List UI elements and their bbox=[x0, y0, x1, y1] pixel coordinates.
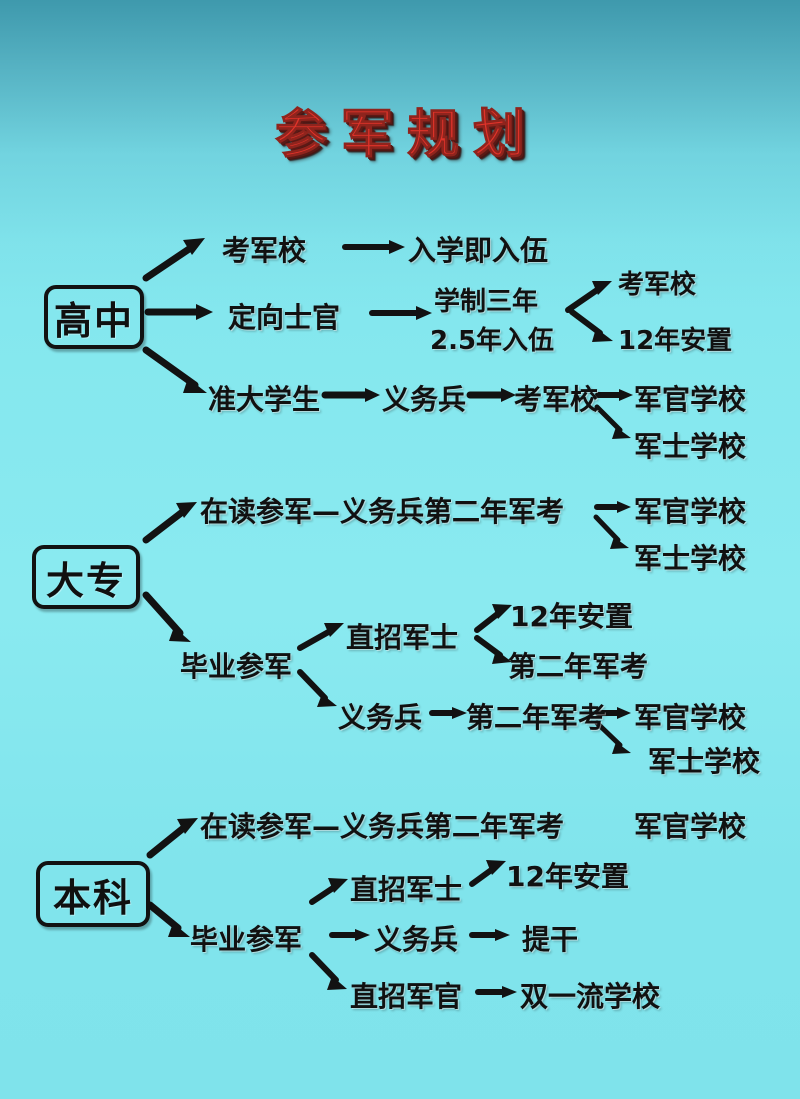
node-highschool-yiwubing: 义务兵 bbox=[382, 383, 467, 416]
node-college-junguanxuexiao-2: 军官学校 bbox=[634, 701, 747, 734]
node-undergrad-biyecanjun: 毕业参军 bbox=[190, 923, 303, 956]
node-college-biyecanjun: 毕业参军 bbox=[180, 650, 293, 683]
arrow-undergrad-biyecanjun-to-zhizhaojunguan bbox=[309, 952, 347, 990]
node-highschool-12niananzhi: 12年安置 bbox=[618, 326, 733, 356]
level-box-college[interactable]: 大专 bbox=[32, 545, 140, 609]
arrow-college-junkao-to-junguanxuexiao bbox=[594, 501, 631, 513]
arrow-college-to-zaiducanjun bbox=[142, 502, 197, 544]
arrow-undergrad-zhizhaojunshi-to-12niananzhi bbox=[469, 860, 506, 887]
arrow-undergrad-to-biyecanjun bbox=[146, 901, 190, 937]
node-undergrad-junguanxuexiao: 军官学校 bbox=[634, 810, 747, 843]
arrow-highschool-to-zhundaxuesheng bbox=[142, 346, 207, 393]
arrow-college-junkao-to-junshixuexiao bbox=[593, 514, 629, 549]
arrow-zhizhaojunshi-to-12niananzhi bbox=[474, 604, 512, 633]
node-undergrad-zhizhaojunguan: 直招军官 bbox=[350, 980, 463, 1013]
node-highschool-dingxiangshiguan: 定向士官 bbox=[228, 301, 341, 334]
node-college-junshixuexiao-2: 军士学校 bbox=[648, 745, 761, 778]
arrow-zhizhaojunguan-to-shuangyiliu bbox=[475, 986, 517, 998]
node-undergrad-yiwubing: 义务兵 bbox=[374, 923, 459, 956]
node-undergrad-zaiducanjun-chain: 在读参军—义务兵第二年军考 bbox=[200, 810, 565, 843]
arrow-zhundaxuesheng-to-yiwubing bbox=[321, 388, 380, 402]
arrow-kaojunxiao-to-junguanxuexiao bbox=[595, 389, 633, 401]
arrow-kaojunxiao-to-junshixuexiao bbox=[594, 404, 631, 439]
node-highschool-kaojunxiao-3: 考军校 bbox=[514, 383, 599, 416]
node-highschool-ruxuejiruwu: 入学即入伍 bbox=[408, 234, 549, 267]
arrow-undergrad-biyecanjun-to-zhizhaojunshi bbox=[309, 878, 348, 905]
node-undergrad-12niananzhi: 12年安置 bbox=[506, 860, 629, 893]
level-box-college-label: 大专 bbox=[45, 558, 126, 603]
node-college-zaiducanjun-chain: 在读参军—义务兵第二年军考 bbox=[200, 495, 565, 528]
arrow-undergrad-yiwubing-to-tigan bbox=[469, 929, 510, 941]
node-college-yiwubing: 义务兵 bbox=[338, 701, 423, 734]
node-highschool-xuezhisannian: 学制三年 bbox=[434, 287, 539, 317]
node-highschool-junshixuexiao: 军士学校 bbox=[634, 430, 747, 463]
arrow-xuezhi-to-kaojunxiao bbox=[565, 281, 612, 313]
node-college-dieryijunkao-2: 第二年军考 bbox=[466, 701, 607, 734]
arrow-undergrad-to-zaiducanjun bbox=[146, 818, 198, 859]
node-college-dieryijunkao: 第二年军考 bbox=[508, 650, 649, 683]
node-college-12niananzhi: 12年安置 bbox=[510, 600, 633, 633]
arrow-zhizhaojunshi-to-dieryijunkao bbox=[474, 635, 512, 664]
arrow-yiwubing-to-kaojunxiao bbox=[466, 388, 516, 402]
level-box-undergrad-label: 本科 bbox=[52, 875, 133, 920]
node-college-junguanxuexiao: 军官学校 bbox=[634, 495, 747, 528]
level-box-undergrad[interactable]: 本科 bbox=[36, 861, 150, 927]
arrow-highschool-to-dingxiangshiguan bbox=[144, 304, 213, 320]
arrow-biyecanjun-to-yiwubing bbox=[297, 669, 337, 707]
node-undergrad-tigan: 提干 bbox=[522, 923, 579, 956]
node-undergrad-zhizhaojunshi: 直招军士 bbox=[350, 873, 463, 906]
node-college-zhizhaojunshi: 直招军士 bbox=[346, 621, 459, 654]
page-title: 参军规划 bbox=[274, 105, 539, 166]
node-highschool-25nianruwu: 2.5年入伍 bbox=[430, 326, 555, 356]
arrow-dingxiangshiguan-to-xuezhi bbox=[369, 306, 432, 320]
level-box-highschool-label: 高中 bbox=[53, 298, 134, 343]
arrow-college-to-biyecanjun bbox=[142, 591, 191, 642]
arrow-biyecanjun-to-zhizhaojunshi bbox=[297, 623, 344, 651]
arrow-kaojunxiao-to-ruxuejiruwu bbox=[342, 240, 405, 254]
node-highschool-junguanxuexiao: 军官学校 bbox=[634, 383, 747, 416]
node-highschool-kaojunxiao-2: 考军校 bbox=[618, 270, 697, 300]
level-box-highschool[interactable]: 高中 bbox=[44, 285, 144, 349]
arrow-yiwubing-to-dieryijunkao bbox=[429, 707, 467, 719]
arrow-25nian-to-12niananzhi bbox=[569, 309, 613, 342]
node-highschool-kaojunxiao: 考军校 bbox=[222, 234, 307, 267]
node-undergrad-shuangyiliuxuexiao: 双一流学校 bbox=[520, 980, 661, 1013]
arrow-undergrad-biyecanjun-to-yiwubing bbox=[329, 929, 370, 941]
node-highschool-zhundaxuesheng: 准大学生 bbox=[208, 383, 321, 416]
arrow-highschool-to-kaojunxiao bbox=[142, 238, 205, 282]
node-college-junshixuexiao: 军士学校 bbox=[634, 542, 747, 575]
